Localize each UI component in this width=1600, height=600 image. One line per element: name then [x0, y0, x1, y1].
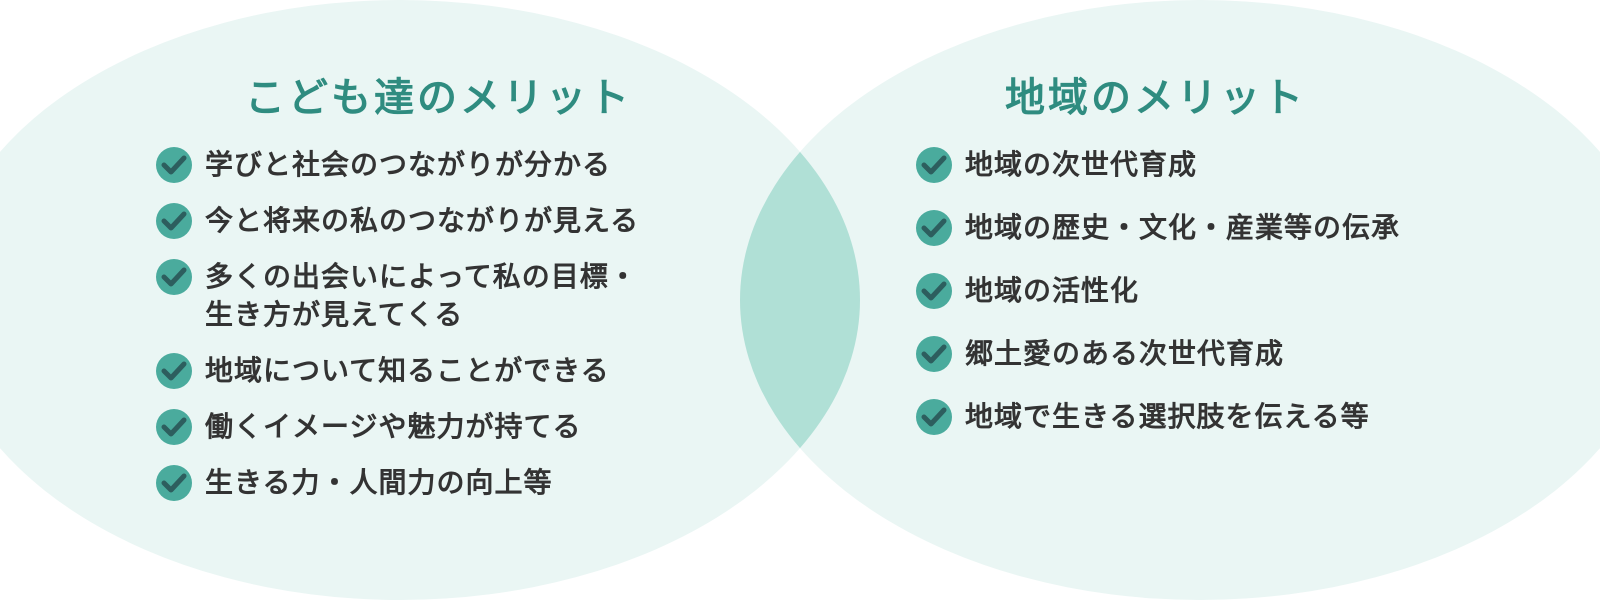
- community-benefits-list: 地域の次世代育成地域の歴史・文化・産業等の伝承地域の活性化郷土愛のある次世代育成…: [915, 146, 1435, 436]
- left-circle: [0, 0, 860, 600]
- check-circle-icon: [156, 147, 192, 183]
- children-benefit-item: 多くの出会いによって私の目標・ 生き方が見えてくる: [155, 258, 695, 334]
- check-circle-icon: [156, 465, 192, 501]
- check-circle-icon: [156, 353, 192, 389]
- community-benefit-item: 地域の活性化: [915, 272, 1435, 310]
- children-benefit-item-text: 今と将来の私のつながりが見える: [205, 204, 640, 237]
- community-benefit-item-text: 地域の次世代育成: [965, 148, 1198, 181]
- check-circle-icon: [916, 210, 952, 246]
- children-benefit-item-text: 地域について知ることができる: [205, 354, 610, 387]
- children-benefit-item-text: 多くの出会いによって私の目標・ 生き方が見えてくる: [205, 260, 638, 331]
- children-benefit-item: 地域について知ることができる: [155, 352, 695, 390]
- community-benefit-item-text: 地域の活性化: [965, 274, 1140, 307]
- check-circle-icon: [156, 203, 192, 239]
- community-benefits-title: 地域のメリット: [1005, 75, 1306, 121]
- community-benefit-item: 地域の次世代育成: [915, 146, 1435, 184]
- check-circle-icon: [156, 409, 192, 445]
- children-benefits-list: 学びと社会のつながりが分かる今と将来の私のつながりが見える多くの出会いによって私…: [155, 146, 695, 502]
- community-benefits-panel: 地域のメリット 地域の次世代育成地域の歴史・文化・産業等の伝承地域の活性化郷土愛…: [915, 60, 1435, 461]
- community-benefit-item: 地域の歴史・文化・産業等の伝承: [915, 209, 1435, 247]
- children-benefit-item: 生きる力・人間力の向上等: [155, 464, 695, 502]
- check-circle-icon: [916, 399, 952, 435]
- children-benefit-item: 今と将来の私のつながりが見える: [155, 202, 695, 240]
- children-benefit-item: 学びと社会のつながりが分かる: [155, 146, 695, 184]
- children-benefits-panel: こども達のメリット 学びと社会のつながりが分かる今と将来の私のつながりが見える多…: [155, 60, 695, 520]
- children-benefit-item-text: 学びと社会のつながりが分かる: [205, 148, 612, 181]
- check-circle-icon: [916, 147, 952, 183]
- community-benefit-item-text: 郷土愛のある次世代育成: [965, 337, 1285, 370]
- community-benefit-item-text: 地域の歴史・文化・産業等の伝承: [965, 211, 1401, 244]
- right-circle: [740, 0, 1600, 600]
- children-benefit-item: 働くイメージや魅力が持てる: [155, 408, 695, 446]
- children-benefit-item-text: 生きる力・人間力の向上等: [205, 466, 553, 499]
- children-benefit-item-text: 働くイメージや魅力が持てる: [205, 410, 582, 443]
- community-benefit-item-text: 地域で生きる選択肢を伝える等: [965, 400, 1370, 433]
- children-benefits-title: こども達のメリット: [245, 75, 632, 121]
- check-circle-icon: [916, 273, 952, 309]
- check-circle-icon: [156, 259, 192, 295]
- community-benefit-item: 郷土愛のある次世代育成: [915, 335, 1435, 373]
- check-circle-icon: [916, 336, 952, 372]
- community-benefit-item: 地域で生きる選択肢を伝える等: [915, 398, 1435, 436]
